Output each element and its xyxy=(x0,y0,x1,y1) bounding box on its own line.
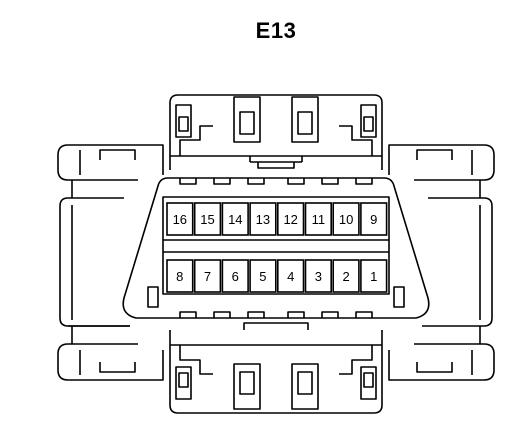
pin-cell-16 xyxy=(166,202,194,236)
bottom-latch-housing xyxy=(169,322,383,414)
top-lock-tabs xyxy=(175,96,377,143)
pin-label-6: 6 xyxy=(232,269,239,284)
pin-cell-5 xyxy=(249,259,277,293)
pin-cell-11 xyxy=(304,202,333,236)
connector-title: E13 xyxy=(255,18,297,43)
pin-cell-8 xyxy=(166,259,194,293)
pin-cell-10 xyxy=(332,202,360,236)
right-side-housing xyxy=(388,144,495,381)
pin-cell-3 xyxy=(304,259,333,293)
pin-label-11: 11 xyxy=(312,212,326,227)
pin-cell-15 xyxy=(193,202,222,236)
bottom-lock-tabs xyxy=(175,363,377,410)
pin-label-10: 10 xyxy=(339,212,353,227)
pin-cell-4 xyxy=(276,259,305,293)
pin-label-5: 5 xyxy=(259,269,266,284)
pin-label-16: 16 xyxy=(173,212,187,227)
pin-label-3: 3 xyxy=(315,269,322,284)
top-latch-housing xyxy=(169,94,383,170)
pin-label-1: 1 xyxy=(370,269,377,284)
pin-label-8: 8 xyxy=(176,269,183,284)
pin-block xyxy=(162,196,390,295)
pin-cell-6 xyxy=(221,259,249,293)
pin-cell-12 xyxy=(276,202,305,236)
pin-cell-1 xyxy=(360,259,388,293)
pin-label-12: 12 xyxy=(283,212,297,227)
pin-label-15: 15 xyxy=(200,212,214,227)
pin-cell-2 xyxy=(332,259,360,293)
connector-body xyxy=(122,177,430,319)
pin-label-2: 2 xyxy=(342,269,349,284)
pin-cell-7 xyxy=(193,259,222,293)
pin-label-14: 14 xyxy=(228,212,242,227)
pin-label-7: 7 xyxy=(204,269,211,284)
pin-label-13: 13 xyxy=(256,212,270,227)
pin-cell-14 xyxy=(221,202,249,236)
pin-label-9: 9 xyxy=(370,212,377,227)
pin-cell-13 xyxy=(249,202,277,236)
pin-label-4: 4 xyxy=(287,269,294,284)
left-side-housing xyxy=(57,144,164,381)
pin-cell-9 xyxy=(360,202,388,236)
